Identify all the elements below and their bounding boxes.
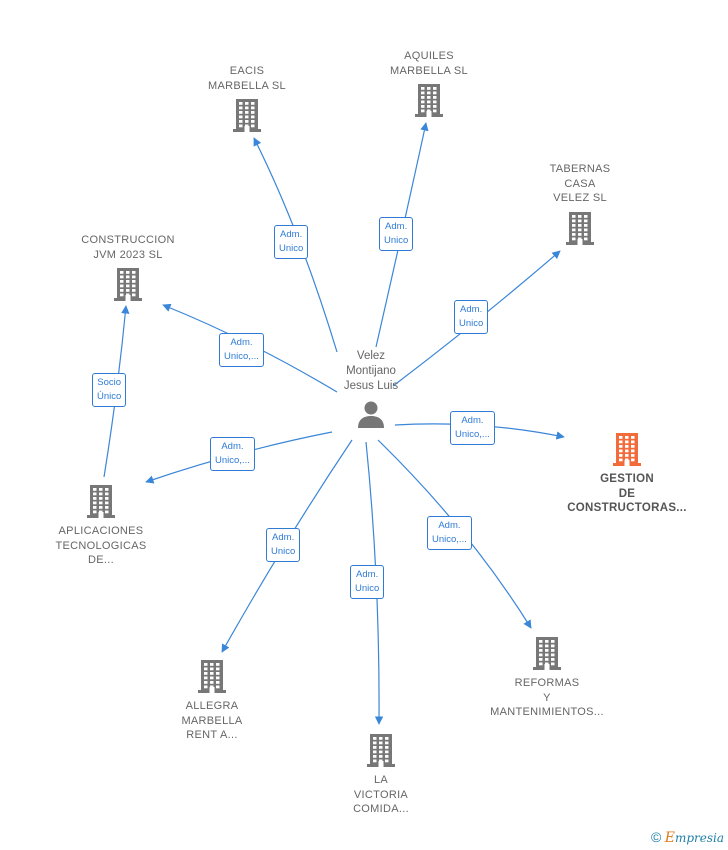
person-label-line: Jesus Luis — [343, 380, 399, 392]
building-icon — [87, 485, 115, 518]
company-label-line: TABERNAS — [549, 163, 611, 175]
relation-line: Unico — [384, 235, 409, 246]
person-label: Velez Montijano Jesus Luis — [311, 349, 431, 394]
person-node[interactable]: Velez Montijano Jesus Luis — [311, 349, 431, 430]
company-label-line: VELEZ SL — [553, 192, 607, 204]
building-icon — [566, 211, 594, 245]
building-icon — [533, 637, 561, 670]
company-label: APLICACIONES TECNOLOGICAS DE... — [21, 524, 181, 568]
company-node-gestion[interactable]: GESTION DE CONSTRUCTORAS... — [547, 432, 707, 516]
relation-badge[interactable]: Adm. Unico — [379, 217, 414, 251]
relation-badge[interactable]: Adm. Unico,... — [450, 411, 495, 445]
relation-line: Adm. — [230, 337, 253, 348]
company-node-construccion[interactable]: CONSTRUCCION JVM 2023 SL — [48, 233, 208, 301]
relation-line: Unico,... — [432, 534, 467, 545]
company-label-line: TECNOLOGICAS — [55, 539, 147, 552]
company-label: ALLEGRA MARBELLA RENT A... — [132, 699, 292, 743]
company-label-line: COMIDA... — [353, 803, 409, 815]
company-label: REFORMAS Y MANTENIMIENTOS... — [467, 676, 627, 720]
relation-line: Adm. — [272, 532, 295, 543]
person-label-line: Montijano — [346, 365, 396, 377]
copyright-icon: © — [651, 829, 662, 845]
relation-badge[interactable]: Adm. Unico — [274, 225, 309, 259]
company-label-line: EACIS — [229, 65, 265, 77]
relation-line: Unico — [279, 243, 304, 254]
relation-badge[interactable]: Adm. Unico,... — [210, 437, 255, 471]
relation-line: Unico — [459, 318, 484, 329]
relation-line: Adm. — [385, 221, 408, 232]
company-label-line: CONSTRUCTORAS... — [567, 502, 687, 514]
company-label-line: Y — [543, 691, 551, 704]
company-label: GESTION DE CONSTRUCTORAS... — [547, 472, 707, 516]
person-icon — [358, 401, 384, 428]
company-label-line: AQUILES — [404, 50, 454, 62]
relation-line: Unico,... — [224, 351, 259, 362]
company-node-tabernas[interactable]: TABERNAS CASA VELEZ SL — [500, 162, 660, 245]
building-icon — [198, 660, 226, 693]
company-label: EACIS MARBELLA SL — [167, 64, 327, 93]
relation-line: Adm. — [356, 569, 379, 580]
relation-line: Adm. — [280, 229, 303, 240]
relation-badge[interactable]: Adm. Unico — [266, 528, 301, 562]
company-label-line: VICTORIA — [353, 788, 409, 801]
company-label-line: RENT A... — [186, 729, 238, 741]
relation-line: Adm. — [460, 304, 483, 315]
person-label-line: Velez — [356, 350, 386, 362]
relation-line: Unico — [355, 583, 380, 594]
relation-line: Adm. — [221, 441, 244, 452]
company-node-reformas[interactable]: REFORMAS Y MANTENIMIENTOS... — [467, 636, 627, 720]
relation-line: Unico,... — [455, 429, 490, 440]
building-icon — [415, 84, 443, 117]
company-label-line: APLICACIONES — [58, 525, 144, 537]
relation-badge[interactable]: Socio Único — [92, 373, 127, 407]
company-label-line: MARBELLA SL — [390, 64, 468, 77]
relation-badge[interactable]: Adm. Unico,... — [427, 516, 472, 550]
company-node-aplicaciones[interactable]: APLICACIONES TECNOLOGICAS DE... — [21, 484, 181, 568]
building-icon — [367, 734, 395, 767]
company-label: TABERNAS CASA VELEZ SL — [500, 162, 660, 206]
relation-line: Unico — [271, 546, 296, 557]
building-icon — [233, 99, 261, 132]
company-label: CONSTRUCCION JVM 2023 SL — [48, 233, 208, 262]
company-label-line: JVM 2023 SL — [93, 248, 163, 261]
relation-line: Único — [97, 391, 122, 402]
relation-line: Adm. — [438, 520, 461, 531]
company-label-line: ALLEGRA — [185, 700, 239, 712]
company-label-line: LA — [373, 774, 389, 786]
relation-line: Unico,... — [215, 455, 250, 466]
company-node-victoria[interactable]: LA VICTORIA COMIDA... — [301, 733, 461, 817]
company-label-line: MANTENIMIENTOS... — [490, 706, 604, 718]
company-node-aquiles[interactable]: AQUILES MARBELLA SL — [349, 49, 509, 117]
company-label: AQUILES MARBELLA SL — [349, 49, 509, 78]
brand-name: mpresia — [674, 831, 724, 845]
relation-line: Adm. — [461, 415, 484, 426]
company-label-line: REFORMAS — [514, 677, 580, 689]
company-label-line: CONSTRUCCION — [81, 234, 175, 246]
company-label: LA VICTORIA COMIDA... — [301, 773, 461, 817]
building-icon — [613, 433, 641, 466]
building-icon — [114, 268, 142, 301]
company-label-line: DE... — [88, 554, 114, 566]
relation-badge[interactable]: Adm. Unico — [454, 300, 489, 334]
company-label-line: GESTION — [600, 473, 654, 485]
company-node-eacis[interactable]: EACIS MARBELLA SL — [167, 64, 327, 132]
company-label-line: MARBELLA SL — [208, 79, 286, 92]
brand-initial: E — [664, 830, 675, 846]
company-node-allegra[interactable]: ALLEGRA MARBELLA RENT A... — [132, 659, 292, 743]
footer-brand: © Empresia — [651, 829, 724, 846]
company-label-line: MARBELLA — [181, 714, 243, 727]
relation-badge[interactable]: Adm. Unico,... — [219, 333, 264, 367]
company-label-line: CASA — [564, 177, 596, 190]
company-label-line: DE — [618, 487, 636, 500]
relation-badge[interactable]: Adm. Unico — [350, 565, 385, 599]
relation-line: Socio — [97, 377, 122, 388]
